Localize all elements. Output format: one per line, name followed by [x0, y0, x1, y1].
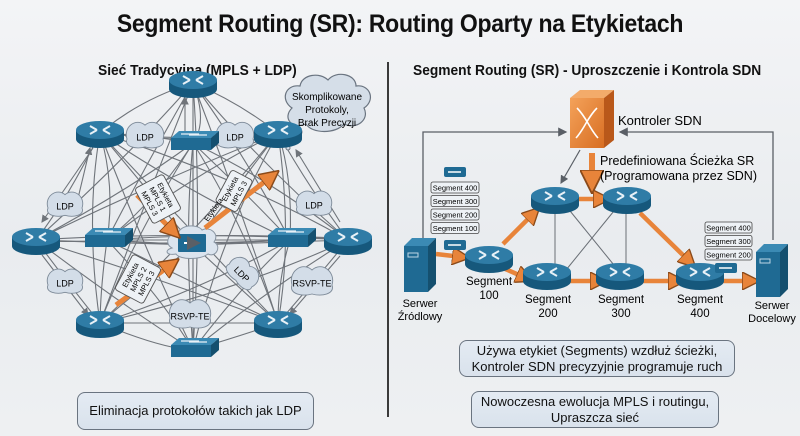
router-icon: [253, 310, 303, 339]
sr-note-1-line-1: Używa etykiet (Segments) wzdłuż ścieżki,: [476, 343, 718, 358]
segment-label: Segment 200: [430, 208, 480, 221]
router-icon: [75, 120, 125, 149]
protocol-cloud: RSVP-TE: [290, 266, 334, 296]
controller-link-source: [422, 127, 568, 238]
segment-label: Segment 300: [430, 195, 480, 207]
controller-link-dest: [618, 127, 774, 240]
svg-text:Segment 400: Segment 400: [433, 184, 478, 193]
switch-icon: [170, 130, 220, 151]
svg-text:RSVP-TE: RSVP-TE: [292, 279, 331, 289]
svg-text:Segment 200: Segment 200: [706, 251, 751, 260]
traditional-note: Eliminacja protokołów takich jak LDP: [77, 392, 314, 430]
protocol-cloud: RSVP-TE: [168, 299, 212, 329]
sr-note-1-line-2: Kontroler SDN precyzyjnie programuje ruc…: [471, 359, 723, 374]
protocol-cloud: LDP: [46, 191, 84, 217]
svg-text:LDP: LDP: [305, 201, 323, 211]
segment-label: Segment 200: [704, 248, 753, 261]
router-icon: [323, 227, 373, 256]
protocol-cloud: LDP: [125, 121, 165, 149]
sr-path-arrow: [435, 254, 462, 257]
sdn-controller-icon: [570, 90, 614, 148]
dest-server-label: Docelowy: [748, 313, 796, 325]
label-tag: Etykieta MPLS 2 MPLS 3: [115, 254, 161, 304]
router-icon: [11, 227, 61, 256]
source-server-label: Źródlowy: [398, 310, 443, 323]
sr-note-2-line-2: Upraszcza sieć: [550, 410, 640, 425]
thought-line-3: Brak Precyzji: [298, 118, 356, 129]
controller-to-node: [560, 149, 581, 185]
protocol-cloud: LDP: [225, 256, 260, 291]
switch-icon: [267, 227, 317, 248]
router-icon: [75, 310, 125, 339]
segment-routing-heading: Segment Routing (SR) - Uproszczenie i Ko…: [413, 63, 762, 79]
router-icon: [602, 186, 652, 215]
segment-label: Segment 300: [704, 235, 753, 247]
label-tag: Etykieta MPLS 1 MPLS 3: [135, 174, 181, 224]
sr-note-2: Nowoczesna ewolucja MPLS i routingu, Upr…: [471, 391, 719, 428]
svg-text:Segment 300: Segment 300: [706, 237, 751, 246]
thought-line-1: Skomplikowane: [292, 92, 362, 103]
destination-server-icon: [756, 244, 788, 297]
sr-path-arrow: [638, 211, 690, 262]
svg-text:Segment 100: Segment 100: [433, 224, 478, 233]
svg-text:Segment 200: Segment 200: [433, 211, 478, 220]
switch-icon: [170, 337, 220, 358]
svg-text:LDP: LDP: [56, 202, 74, 212]
router-icon: [168, 70, 218, 99]
dest-server-label: Serwer: [755, 300, 790, 312]
controller-label: Kontroler SDN: [618, 113, 702, 128]
source-server-icon: [404, 238, 436, 292]
segment-node-label: Segment: [677, 294, 724, 306]
page-title: Segment Routing (SR): Routing Oparty na …: [116, 10, 684, 38]
panel-divider: [387, 62, 389, 417]
router-icon: [522, 262, 572, 291]
router-icon: [530, 186, 580, 215]
sr-note-1: Używa etykiet (Segments) wzdłuż ścieżki,…: [459, 340, 735, 377]
segment-label: Segment 400: [430, 181, 480, 194]
protocol-cloud: LDP: [46, 268, 84, 294]
segment-node-label: Segment: [525, 294, 572, 306]
svg-text:LDP: LDP: [136, 133, 154, 143]
segment-node-label: 200: [538, 308, 557, 320]
segment-label: Segment 100: [430, 222, 480, 234]
svg-text:LDP: LDP: [226, 133, 244, 143]
path-label-line-2: (Programowana przez SDN): [600, 169, 757, 183]
switch-icon: [84, 227, 134, 248]
sr-note-2-line-1: Nowoczesna ewolucja MPLS i routingu,: [480, 394, 710, 409]
segment-node-label: 400: [690, 308, 709, 320]
router-icon: [253, 120, 303, 149]
traditional-network-heading: Sieć Tradycyjna (MPLS + LDP): [98, 63, 297, 79]
segment-node-label: 300: [611, 308, 630, 320]
thought-line-2: Protokoly,: [305, 105, 349, 116]
router-icon: [595, 262, 645, 291]
segment-label: Segment 400: [704, 221, 753, 234]
segment-node-label: Segment: [598, 294, 645, 306]
segment-node-label: Segment: [466, 276, 513, 288]
svg-text:LDP: LDP: [56, 279, 74, 289]
protocol-cloud: LDP: [215, 121, 255, 149]
source-server-label: Serwer: [403, 298, 438, 310]
svg-text:RSVP-TE: RSVP-TE: [170, 312, 209, 322]
router-icon: [464, 245, 514, 274]
sr-path-arrow: [501, 213, 534, 246]
segment-node-label: 100: [479, 290, 498, 302]
sr-mesh-links: [554, 205, 627, 271]
svg-text:Segment 300: Segment 300: [433, 197, 478, 206]
svg-text:Segment 400: Segment 400: [706, 224, 751, 233]
path-label-line-1: Predefiniowana Ścieżka SR: [600, 153, 754, 168]
protocol-cloud: LDP: [295, 190, 333, 216]
